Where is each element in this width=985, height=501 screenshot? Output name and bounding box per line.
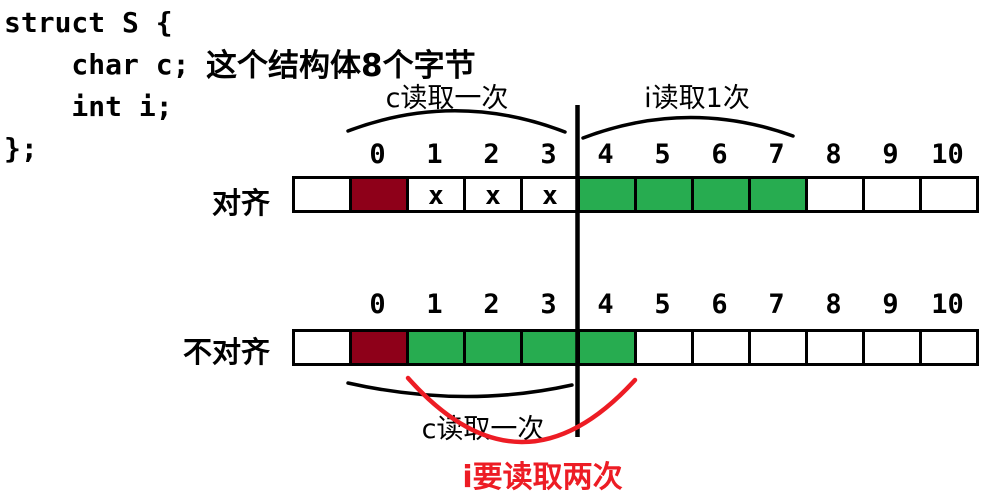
top-byte-indices: 0 1 2 3 4 5 6 7 8 9 10 [349, 139, 979, 170]
byte-index: 0 [369, 289, 386, 320]
memory-byte-cell [805, 176, 865, 213]
memory-byte-cell [292, 176, 352, 213]
label-i-read-once: i读取1次 [644, 83, 750, 114]
label-misaligned: 不对齐 [182, 335, 270, 369]
memory-byte-cell [919, 176, 979, 213]
memory-byte-cell [691, 329, 751, 366]
memory-byte-cell [577, 329, 637, 366]
bottom-memory-row [292, 329, 979, 366]
bottom-byte-indices: 0 1 2 3 4 5 6 7 8 9 10 [349, 289, 979, 320]
memory-byte-cell [862, 329, 922, 366]
byte-index: 2 [483, 289, 500, 320]
i-read-brace-arc-top [581, 115, 795, 140]
memory-byte-cell [691, 176, 751, 213]
byte-index: 3 [540, 289, 557, 320]
byte-index: 8 [825, 139, 842, 170]
byte-index: 5 [654, 289, 671, 320]
code-line: int i; [4, 90, 173, 123]
struct-size-annotation: 这个结构体8个字节 [206, 48, 476, 84]
memory-byte-cell [748, 329, 808, 366]
memory-byte-cell [406, 329, 466, 366]
byte-index: 1 [426, 289, 443, 320]
byte-index: 6 [711, 289, 728, 320]
byte-index: 9 [882, 139, 899, 170]
memory-byte-cell [292, 329, 352, 366]
byte-index: 5 [654, 139, 671, 170]
code-block: struct S { char c; int i;}; [4, 2, 189, 170]
byte-index: 7 [768, 289, 785, 320]
memory-byte-cell [862, 176, 922, 213]
byte-index: 6 [711, 139, 728, 170]
memory-byte-cell [634, 329, 694, 366]
label-i-read-twice: i要读取两次 [462, 460, 623, 495]
code-line: }; [4, 132, 38, 165]
memory-byte-cell [520, 329, 580, 366]
byte-index: 10 [931, 289, 964, 320]
memory-byte-cell: x [463, 176, 523, 213]
memory-byte-cell: x [520, 176, 580, 213]
memory-byte-cell [919, 329, 979, 366]
label-aligned: 对齐 [211, 186, 270, 220]
byte-index: 10 [931, 139, 964, 170]
byte-index: 3 [540, 139, 557, 170]
memory-byte-cell [349, 329, 409, 366]
label-c-read-once-top: c读取一次 [385, 83, 509, 114]
memory-byte-cell [748, 176, 808, 213]
byte-index: 8 [825, 289, 842, 320]
byte-index: 4 [597, 139, 614, 170]
byte-index: 2 [483, 139, 500, 170]
c-read-arc-bottom [346, 381, 574, 399]
byte-index: 0 [369, 139, 386, 170]
memory-byte-cell [577, 176, 637, 213]
byte-index: 7 [768, 139, 785, 170]
memory-byte-cell [805, 329, 865, 366]
memory-byte-cell [634, 176, 694, 213]
memory-byte-cell: x [406, 176, 466, 213]
byte-index: 4 [597, 289, 614, 320]
code-line: struct S { [4, 6, 173, 39]
code-line: char c; [4, 48, 190, 81]
byte-index: 9 [882, 289, 899, 320]
memory-byte-cell [349, 176, 409, 213]
memory-byte-cell [463, 329, 523, 366]
byte-index: 1 [426, 139, 443, 170]
label-c-read-once-bottom: c读取一次 [421, 414, 545, 445]
